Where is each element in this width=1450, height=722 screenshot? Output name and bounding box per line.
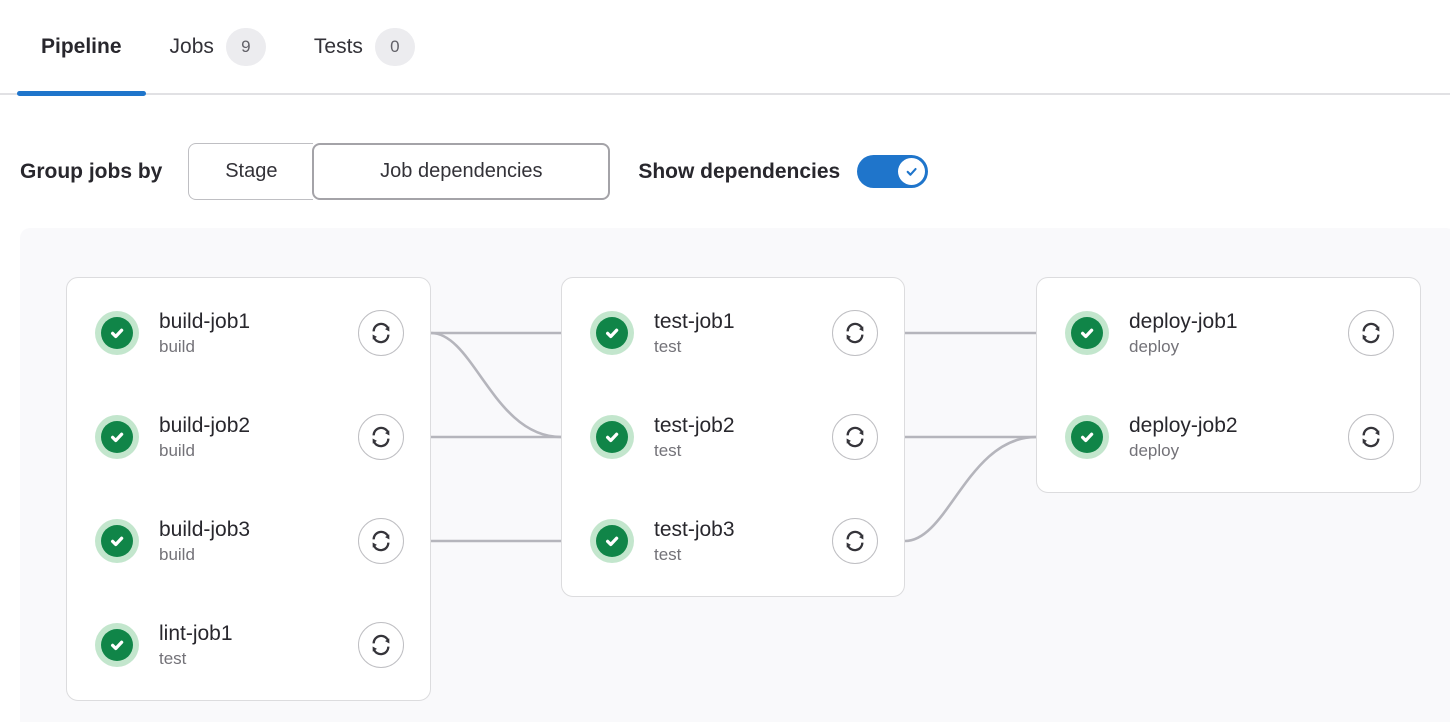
job-link[interactable]: test-job3 test [654,516,832,567]
job-row: test-job2 test [562,385,904,489]
check-icon [111,640,124,651]
tests-count-badge: 0 [374,27,415,66]
job-name: lint-job1 [159,621,233,645]
retry-job-button[interactable] [1348,414,1394,460]
retry-icon [372,322,390,344]
status-success-icon [590,311,634,355]
job-name: build-job3 [159,517,251,541]
status-success-icon [1065,311,1109,355]
tab-jobs-label: Jobs [169,34,214,58]
job-row: test-job1 test [562,281,904,385]
job-row: build-job1 build [67,281,430,385]
job-link[interactable]: lint-job1 test [159,620,358,671]
pipeline-graph: build-job1 build build-job2 build [20,228,1450,722]
active-tab-indicator [17,91,146,96]
job-row: deploy-job1 deploy [1037,281,1420,385]
retry-job-button[interactable] [358,414,404,460]
group-by-stage-button[interactable]: Stage [188,143,314,200]
job-stage: deploy [1129,336,1180,356]
retry-job-button[interactable] [832,310,878,356]
job-link[interactable]: deploy-job2 deploy [1129,412,1348,463]
job-link[interactable]: test-job2 test [654,412,832,463]
group-by-job-dependencies-button[interactable]: Job dependencies [312,143,611,200]
show-dependencies-toggle[interactable] [857,155,929,188]
check-icon [606,328,619,339]
pipeline-tabs: Pipeline Jobs 9 Tests 0 [0,0,1450,96]
retry-job-button[interactable] [832,518,878,564]
status-success-icon [1065,415,1109,459]
tab-tests[interactable]: Tests 0 [290,0,439,93]
retry-icon [1362,322,1380,344]
check-icon [111,432,124,443]
retry-job-button[interactable] [358,622,404,668]
job-stage: deploy [1129,440,1180,460]
retry-icon [1362,426,1380,448]
job-name: test-job1 [654,309,735,333]
retry-job-button[interactable] [1348,310,1394,356]
retry-job-button[interactable] [832,414,878,460]
toggle-knob [898,158,926,185]
job-stage: test [654,336,682,356]
job-link[interactable]: test-job1 test [654,308,832,359]
job-group-card: build-job1 build build-job2 build [66,277,431,701]
retry-icon [372,634,390,656]
tab-tests-label: Tests [313,34,363,58]
retry-job-button[interactable] [358,310,404,356]
retry-icon [372,426,390,448]
job-row: test-job3 test [562,489,904,593]
tab-jobs[interactable]: Jobs 9 [146,0,290,93]
job-row: lint-job1 test [67,593,430,697]
job-stage: test [654,440,682,460]
group-jobs-by-segmented-control: Stage Job dependencies [188,143,611,200]
check-icon [1081,432,1094,443]
check-icon [1081,328,1094,339]
retry-icon [372,530,390,552]
status-success-icon [590,415,634,459]
job-name: test-job2 [654,413,735,437]
job-link[interactable]: build-job2 build [159,412,358,463]
job-stage: test [159,648,187,668]
job-group-card: test-job1 test test-job2 test [561,277,905,597]
job-stage: build [159,440,195,460]
job-link[interactable]: deploy-job1 deploy [1129,308,1348,359]
status-success-icon [590,519,634,563]
retry-icon [846,530,864,552]
toggle-check-icon [906,167,917,176]
status-success-icon [95,311,139,355]
graph-controls: Group jobs by Stage Job dependencies Sho… [20,143,929,200]
check-icon [111,328,124,339]
status-success-icon [95,623,139,667]
check-icon [606,432,619,443]
job-row: build-job2 build [67,385,430,489]
job-name: deploy-job1 [1129,309,1238,333]
status-success-icon [95,519,139,563]
job-link[interactable]: build-job1 build [159,308,358,359]
job-name: build-job1 [159,309,251,333]
retry-job-button[interactable] [358,518,404,564]
check-icon [111,536,124,547]
show-dependencies-label: Show dependencies [638,159,841,183]
job-stage: build [159,336,195,356]
tab-pipeline[interactable]: Pipeline [17,0,146,96]
retry-icon [846,322,864,344]
job-link[interactable]: build-job3 build [159,516,358,567]
job-name: test-job3 [654,517,735,541]
job-name: deploy-job2 [1129,413,1238,437]
check-icon [606,536,619,547]
jobs-count-badge: 9 [225,27,266,66]
group-jobs-by-label: Group jobs by [20,159,163,183]
job-stage: test [654,544,682,564]
job-stage: build [159,544,195,564]
job-name: build-job2 [159,413,251,437]
job-group-card: deploy-job1 deploy deploy-job2 deploy [1036,277,1421,493]
status-success-icon [95,415,139,459]
tab-pipeline-label: Pipeline [41,34,122,58]
retry-icon [846,426,864,448]
job-row: deploy-job2 deploy [1037,385,1420,489]
job-row: build-job3 build [67,489,430,593]
